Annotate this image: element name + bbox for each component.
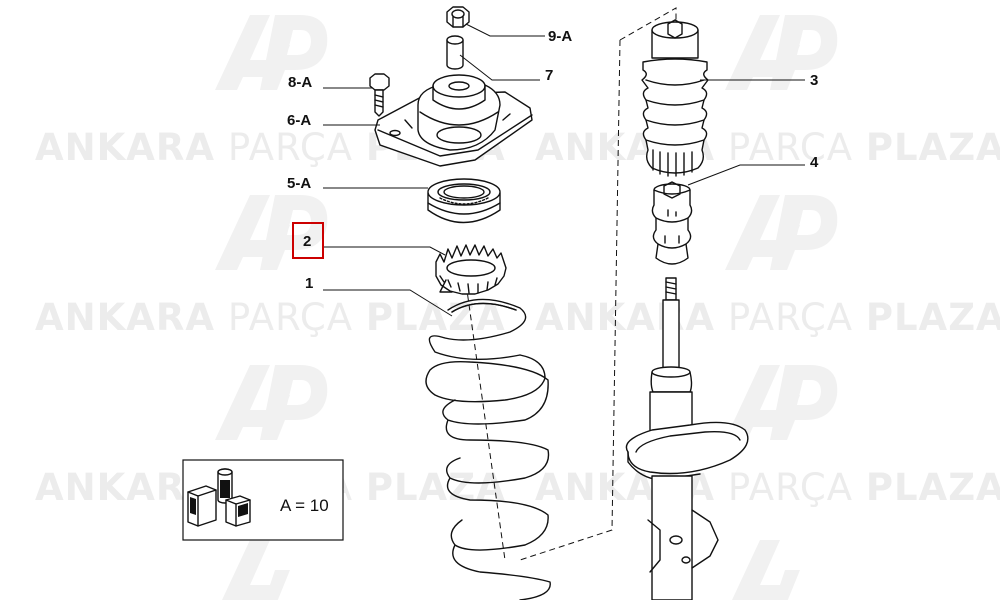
part-bolt-8a	[369, 73, 390, 117]
watermark-logos	[215, 15, 838, 600]
callout-2: 2	[303, 233, 311, 250]
callout-6a: 6-A	[287, 112, 311, 129]
parts-kit-icon	[187, 468, 251, 527]
assembly-guide-lines	[461, 7, 677, 561]
callout-5a: 5-A	[287, 175, 311, 192]
part-nut-9a	[446, 6, 470, 28]
watermark-text: ANKARA PARÇA PLAZA ANKARA PARÇA PLAZA AN…	[35, 126, 1000, 509]
svg-text:ANKARA PARÇA PLAZA: ANKARA PARÇA PLAZA	[535, 126, 1000, 169]
svg-text:ANKARA PARÇA PLAZA: ANKARA PARÇA PLAZA	[35, 296, 506, 339]
callout-3: 3	[810, 72, 818, 89]
part-spring-seat-2	[435, 244, 507, 295]
svg-text:ANKARA PARÇA PLAZA: ANKARA PARÇA PLAZA	[535, 466, 1000, 509]
leader-lines	[323, 23, 805, 317]
part-coil-spring-1	[425, 298, 551, 600]
callout-1: 1	[305, 275, 313, 292]
part-top-mount-6a	[374, 74, 533, 167]
legend-box: A = 10	[182, 459, 344, 541]
callout-4: 4	[810, 154, 819, 171]
part-shock-absorber	[625, 277, 749, 600]
legend-text: A = 10	[280, 496, 329, 515]
part-bump-stop-4	[651, 181, 693, 265]
callout-2-highlight-box	[292, 222, 324, 259]
part-bearing-5a	[427, 178, 501, 224]
callout-9a: 9-A	[548, 28, 572, 45]
svg-text:ANKARA PARÇA PLAZA: ANKARA PARÇA PLAZA	[535, 296, 1000, 339]
callout-labels: 9-A 7 8-A 6-A 5-A 2 1 3 4	[287, 28, 819, 292]
part-sleeve-7	[446, 35, 464, 70]
callout-7: 7	[545, 67, 553, 84]
callout-8a: 8-A	[288, 74, 312, 91]
part-dust-boot-3	[641, 19, 709, 177]
